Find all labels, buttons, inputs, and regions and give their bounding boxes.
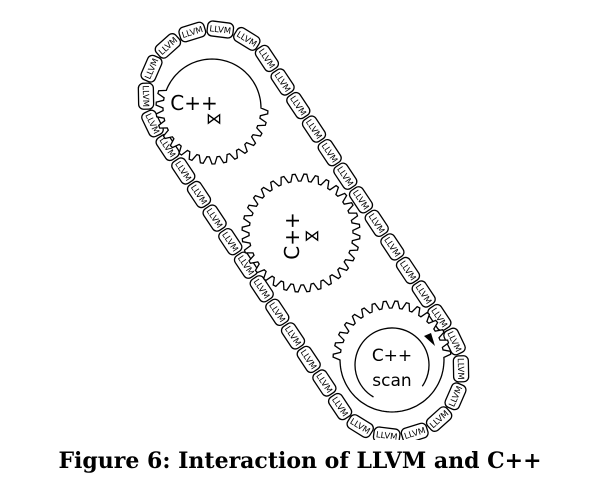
gear-group: C++⋈C++⋈C++scan (155, 58, 452, 413)
llvm-chain-link: LLVM (364, 209, 389, 237)
llvm-chain-link: LLVM (154, 33, 182, 59)
llvm-chain-link: LLVM (327, 392, 353, 421)
llvm-chain-link: LLVM (265, 298, 290, 326)
gear-scan-sublabel: scan (372, 371, 411, 391)
llvm-chain-link: LLVM (346, 414, 374, 439)
llvm-chain-link: LLVM (380, 233, 405, 261)
cpp-scan-gear: C++ scan (332, 300, 452, 413)
llvm-chain-link: LLVM (286, 91, 311, 120)
llvm-chain-link: LLVM (218, 228, 243, 256)
llvm-chain-link: LLVM (249, 275, 274, 303)
gear-scan-label: C++ (372, 346, 412, 366)
llvm-link-label: LLVM (455, 358, 465, 380)
llvm-chain-link: LLVM (372, 426, 401, 440)
llvm-chain-link: LLVM (186, 180, 212, 209)
llvm-chain-link: LLVM (348, 186, 374, 214)
llvm-chain-link: LLVM (280, 322, 306, 350)
llvm-chain-link: LLVM (317, 139, 342, 167)
bowtie-icon: ⋈ (304, 226, 320, 245)
llvm-chain-link: LLVM (140, 54, 163, 83)
llvm-chain-link: LLVM (301, 115, 327, 143)
llvm-chain-link: LLVM (296, 345, 321, 374)
llvm-link-label: LLVM (140, 85, 150, 107)
llvm-link-label: LLVM (209, 24, 232, 37)
llvm-chain-link: LLVM (254, 44, 280, 73)
llvm-chain-link: LLVM (206, 20, 235, 39)
gear-middle-label: C++ (280, 212, 304, 259)
llvm-chain-link: LLVM (171, 157, 196, 185)
gear-top-label: C++ (170, 91, 217, 115)
llvm-chain-link: LLVM (444, 382, 467, 411)
llvm-chain-link: LLVM (202, 204, 227, 232)
llvm-chain-link: LLVM (411, 280, 436, 308)
llvm-chain-link: LLVM (137, 82, 155, 110)
llvm-chain-link: LLVM (425, 406, 453, 432)
diagram-canvas: LLVMLLVMLLVMLLVMLLVMLLVMLLVMLLVMLLVMLLVM… (137, 20, 470, 440)
llvm-chain-link: LLVM (141, 109, 164, 138)
llvm-chain-link: LLVM (270, 68, 295, 96)
llvm-chain-link: LLVM (400, 422, 429, 440)
rotation-arrow-icon (424, 333, 435, 346)
cpp-gear-middle: C++⋈ (241, 173, 361, 293)
llvm-chain-link: LLVM (233, 26, 261, 51)
llvm-chain-link: LLVM (452, 355, 470, 383)
llvm-chain: LLVMLLVMLLVMLLVMLLVMLLVMLLVMLLVMLLVMLLVM… (137, 20, 470, 440)
llvm-chain-link: LLVM (443, 327, 466, 356)
cpp-gear-top: C++⋈ (155, 58, 269, 165)
bowtie-icon: ⋈ (206, 109, 222, 128)
llvm-chain-link: LLVM (395, 256, 421, 285)
figure-caption: Figure 6: Interaction of LLVM and C++ (58, 448, 542, 474)
llvm-link-label: LLVM (375, 430, 398, 440)
llvm-chain-link: LLVM (312, 369, 337, 397)
llvm-chain-link: LLVM (178, 21, 207, 43)
